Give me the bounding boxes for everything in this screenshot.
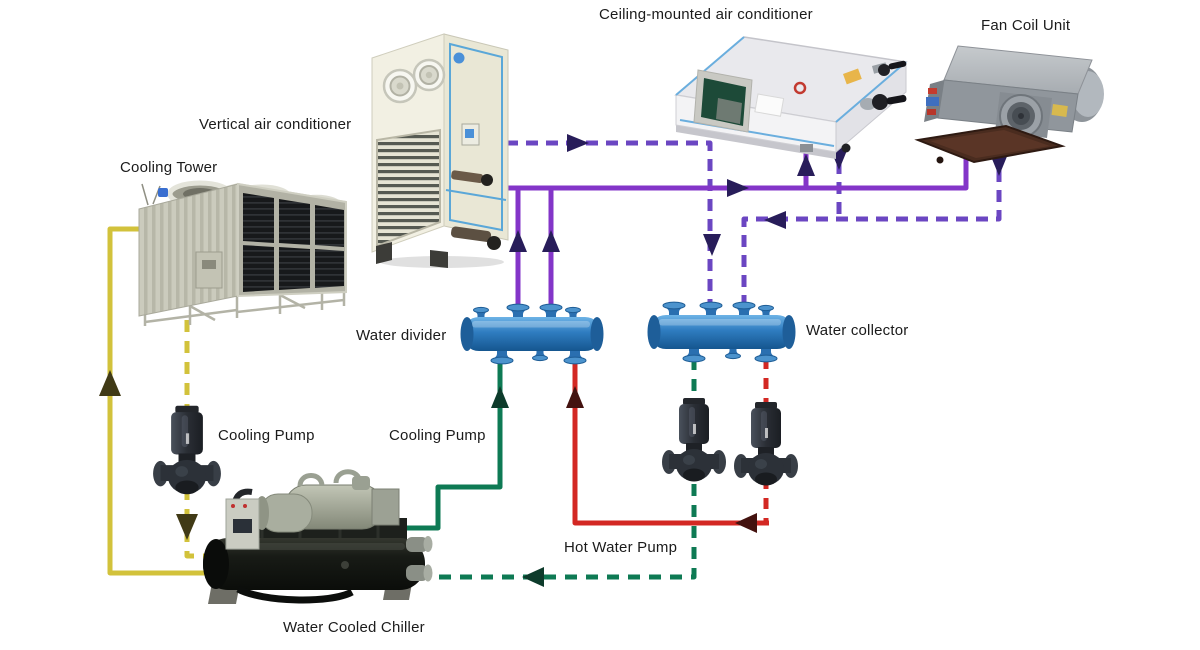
collector-body [649, 315, 794, 349]
vac-trim-line [445, 189, 507, 201]
arrow-up-hot-water [566, 386, 584, 408]
arrow-up-tower-return [99, 370, 121, 396]
vac-pipe-stub-lower [450, 226, 492, 242]
arrow-down-tower-supply [176, 514, 198, 540]
cac-blue-edge [675, 36, 745, 96]
label-cooling-pump-chilled: Cooling Pump [389, 427, 486, 444]
chiller-bottom-pipe [236, 585, 354, 604]
pipe-condenser-return [107, 226, 206, 576]
cooling-tower [138, 180, 347, 326]
vertical-air-conditioner [371, 33, 509, 268]
cac-supply-stub [800, 144, 813, 152]
chiller-evaporator-shell [203, 538, 425, 590]
arrow-down-to-collector [703, 234, 721, 256]
label-hot-water-pump: Hot Water Pump [564, 539, 678, 556]
divider-body [462, 317, 602, 351]
arrow-right-supply-main [727, 179, 749, 197]
label-ceiling-ac: Ceiling-mounted air conditioner [599, 6, 813, 23]
tower-legs [143, 290, 346, 326]
tower-grille-panels [243, 193, 344, 292]
vac-grille [376, 128, 441, 248]
pipe-chilled-supply [403, 358, 503, 531]
pipe-supply-main [506, 156, 969, 191]
cac-valve-upper [878, 64, 890, 76]
arrow-left-hot-water [735, 513, 757, 533]
flow-arrows [99, 134, 1008, 587]
arrow-up-chilled-supply [491, 386, 509, 408]
vac-pipe-stub-upper [451, 170, 484, 183]
tower-wire [141, 183, 149, 206]
chiller-port-upper [406, 537, 428, 552]
label-water-divider: Water divider [356, 327, 447, 344]
label-cooling-tower: Cooling Tower [120, 159, 218, 176]
cac-base-rail [676, 125, 836, 159]
label-water-cooled-chiller: Water Cooled Chiller [283, 619, 425, 636]
tower-access-panel [195, 251, 223, 289]
arrow-left-chilled-return [522, 567, 544, 587]
pipe-return-fan-coil [741, 150, 1002, 304]
fcu-sticker [1051, 104, 1068, 117]
label-cooling-pump-tower: Cooling Pump [218, 427, 315, 444]
arrow-up-ceiling-supply [797, 154, 815, 176]
fcu-switch-red [928, 88, 937, 94]
arrow-left-return-main [764, 211, 786, 229]
cac-return-stub [841, 143, 851, 153]
vac-blue-trim [449, 42, 503, 232]
hot-water-pump [734, 402, 798, 486]
cac-label-plate [754, 93, 785, 117]
ceiling-air-conditioner [674, 36, 908, 159]
cooling-pump-tower-circuit [153, 405, 221, 495]
chiller-hmi-screen [233, 519, 252, 533]
cac-blue-edge [835, 61, 907, 123]
arrow-down-fan-coil-return [990, 154, 1008, 176]
cac-sticker [843, 68, 862, 85]
arrow-right-vertical-ac-return [567, 134, 589, 152]
label-fan-coil-unit: Fan Coil Unit [981, 17, 1071, 34]
pipe-return-vertical-ac [506, 140, 713, 304]
label-water-collector: Water collector [806, 322, 909, 339]
tower-panel-vent [202, 260, 216, 269]
cac-valve-lower [872, 94, 888, 110]
arrow-up-riser-2 [542, 230, 560, 252]
label-vertical-ac: Vertical air conditioner [199, 116, 352, 133]
fcu-drain-stub [936, 156, 944, 164]
vac-foot [376, 242, 392, 264]
fcu-switch-red [927, 109, 936, 115]
cac-roundel [793, 81, 807, 95]
tower-inlet-valve [158, 188, 168, 197]
fcu-label-blue [926, 97, 939, 106]
pipe-condenser-supply [184, 320, 205, 559]
water-collector [647, 301, 796, 363]
chilled-return-pump [662, 398, 726, 482]
water-cooled-chiller [203, 469, 433, 604]
arrow-up-riser-1 [509, 230, 527, 252]
vac-logo [453, 52, 465, 64]
chiller-oil-box [371, 488, 400, 526]
vac-foot [430, 250, 448, 268]
pipe-hot-water-solid [572, 358, 769, 526]
chiller-port-lower [406, 565, 428, 581]
water-divider [460, 303, 604, 365]
fan-coil-unit [914, 45, 1104, 164]
